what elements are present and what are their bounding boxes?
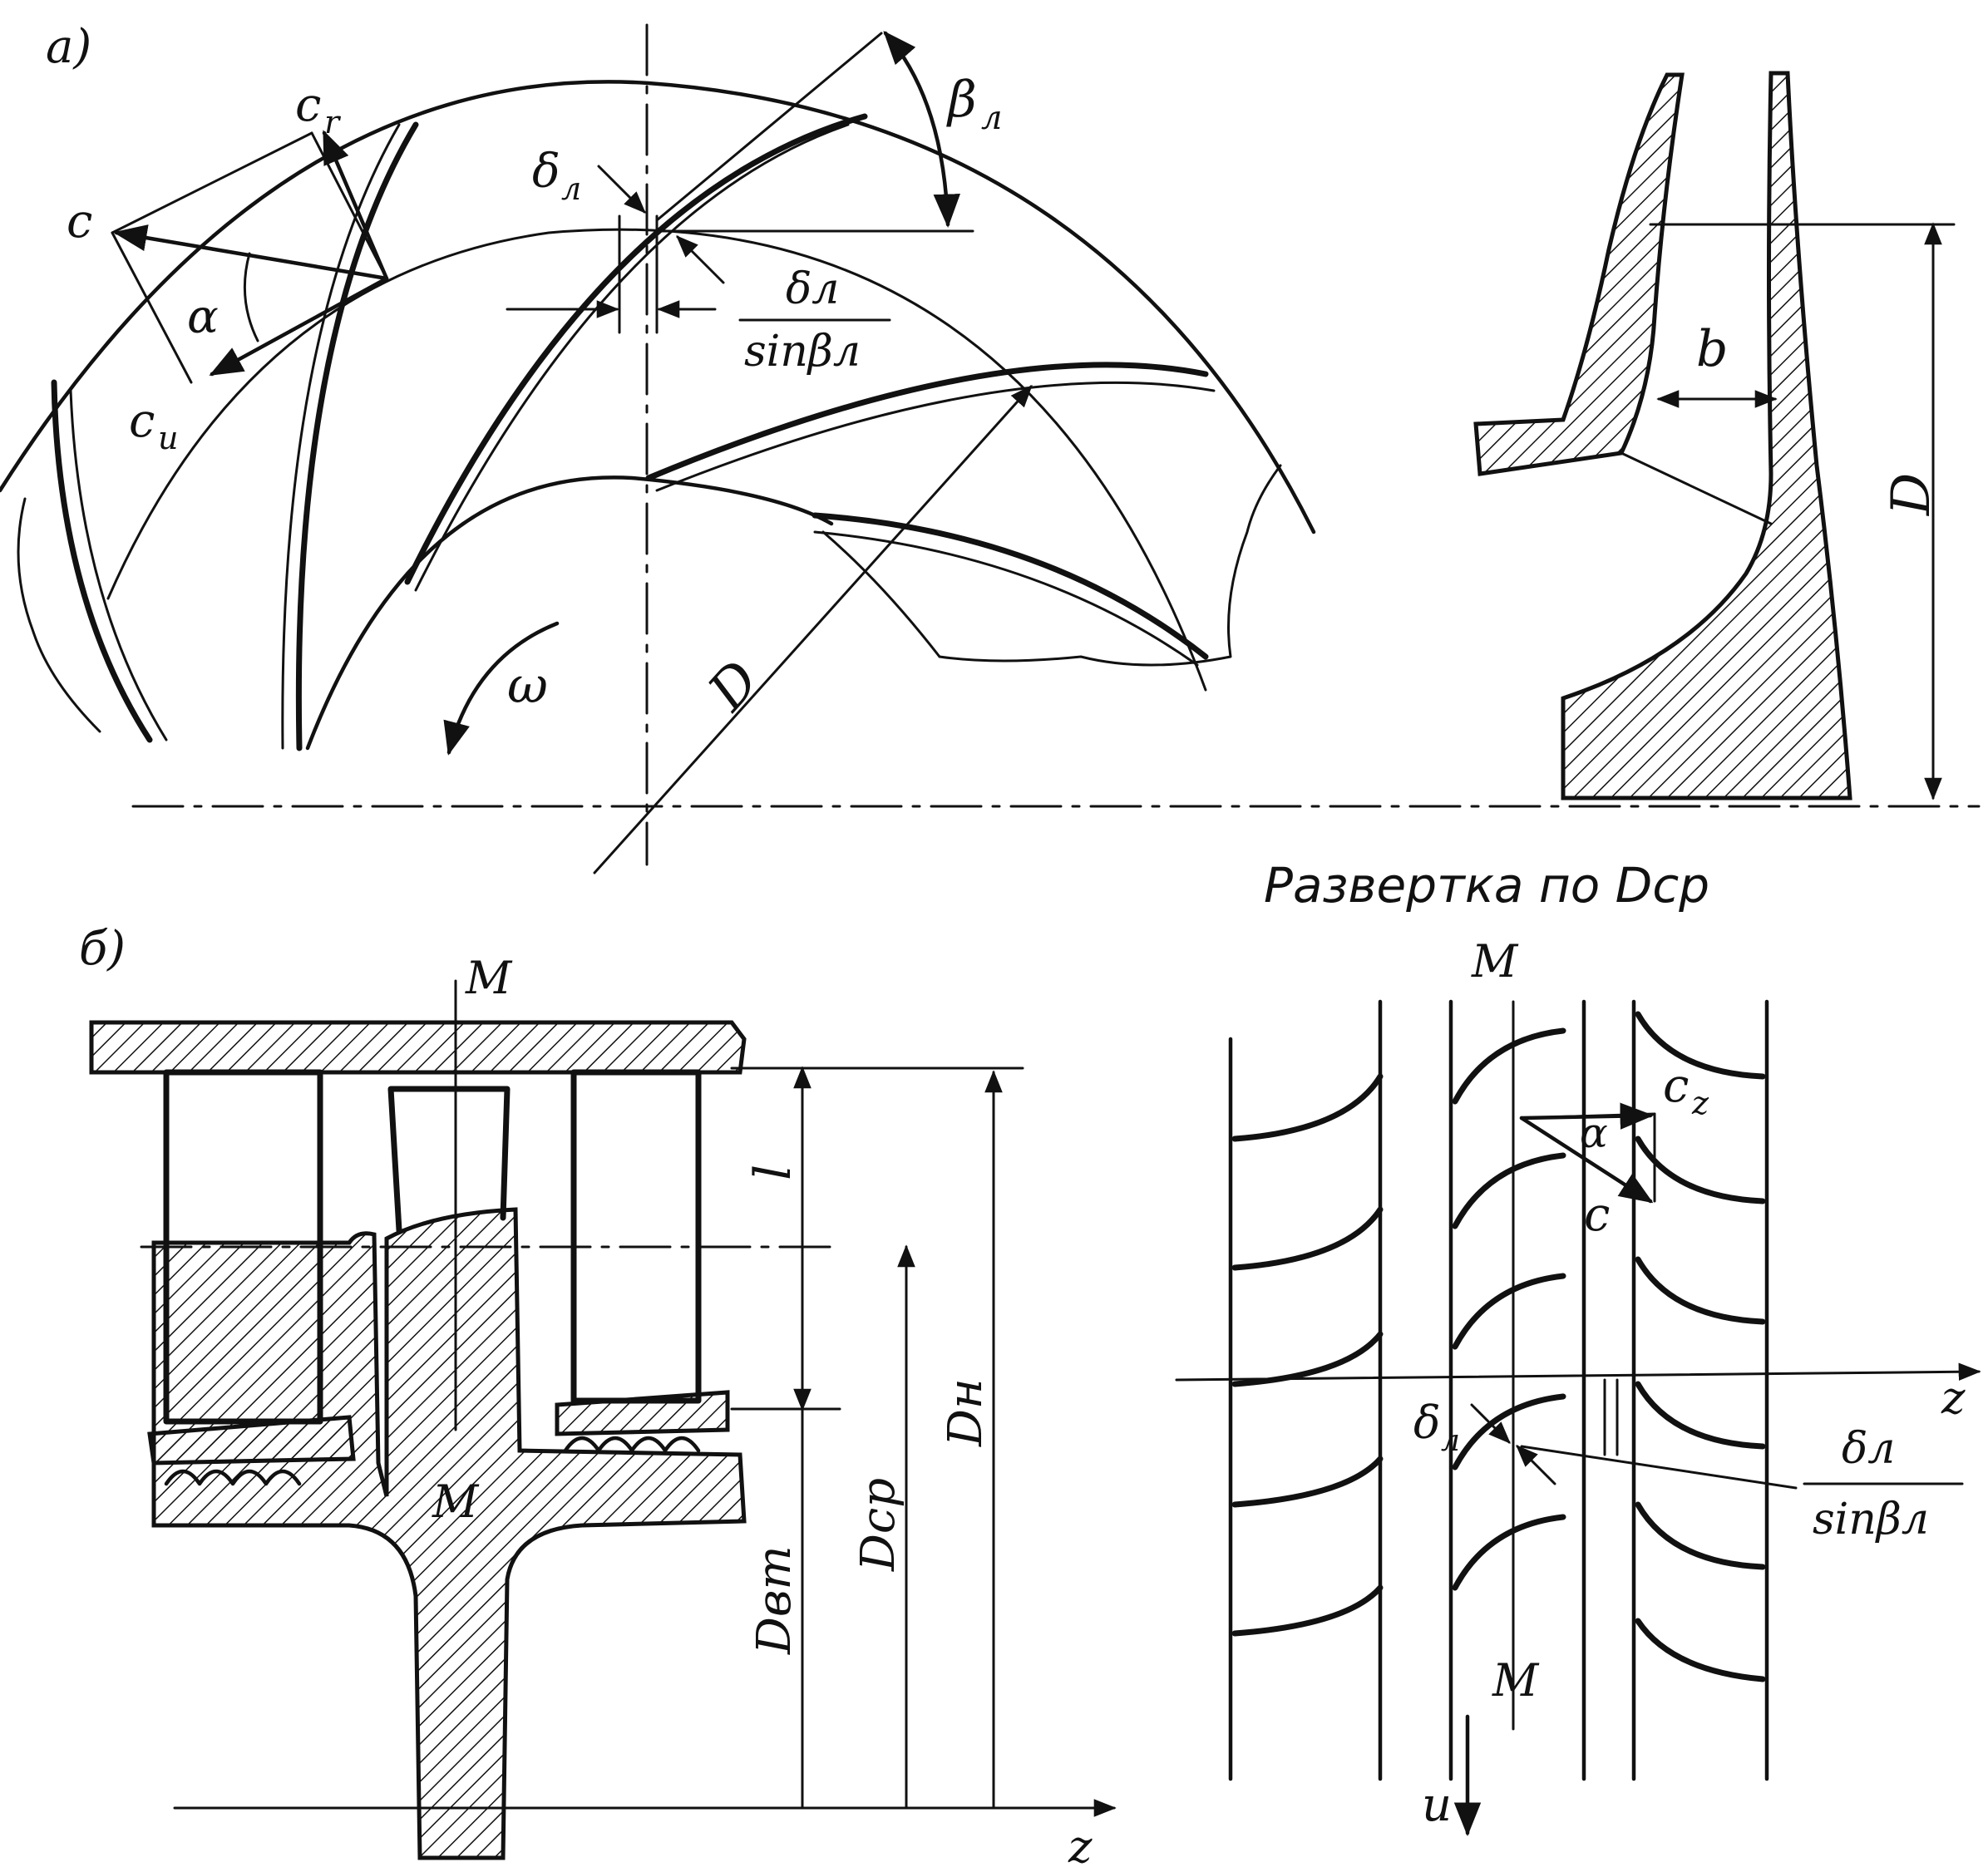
label-z-dev: z	[1941, 1372, 1966, 1424]
rotor-hub	[151, 1207, 747, 1860]
label-cu: c	[129, 394, 155, 448]
middle-arc	[106, 228, 1207, 692]
label-beta: β	[946, 71, 977, 129]
hub-arc	[305, 475, 834, 751]
blades-dev-col2	[1452, 1027, 1566, 1591]
label-beta-sub: л	[981, 99, 1002, 137]
hub-disk-section	[1561, 71, 1852, 800]
label-frac-den-a: sinβл	[744, 327, 861, 377]
label-Dvt: Dвт	[747, 1545, 802, 1655]
label-panel-a: а)	[46, 20, 91, 74]
label-delta-sub: л	[561, 170, 581, 207]
label-frac-den-dev: sinβл	[1813, 1495, 1929, 1544]
panel-b-development	[1175, 999, 1981, 1837]
stator-blade-right	[570, 1069, 702, 1404]
label-frac-num-dev: δл	[1842, 1424, 1895, 1474]
label-delta-dev-sub: л	[1441, 1424, 1460, 1458]
labyrinth-left	[164, 1469, 302, 1486]
break-line-right	[938, 464, 1282, 667]
label-D-a: D	[697, 649, 772, 722]
label-z-b: z	[1068, 1820, 1093, 1867]
label-omega: ω	[507, 657, 548, 715]
label-cr-sub: r	[324, 104, 342, 140]
omega-arrow	[443, 621, 560, 756]
label-alpha-dev: α	[1580, 1109, 1608, 1157]
rotor-blade	[387, 1086, 511, 1234]
label-M-mid: M	[432, 1475, 480, 1528]
label-M-dev-bot: M	[1492, 1654, 1540, 1707]
velocity-triangle-a	[111, 130, 389, 384]
label-M-top: M	[465, 952, 513, 1004]
label-alpha: α	[187, 290, 219, 344]
blades-dev-col1	[1231, 1073, 1384, 1637]
label-cu-sub: u	[158, 420, 178, 456]
label-panel-b: б)	[79, 922, 126, 976]
label-u: u	[1422, 1778, 1452, 1832]
blades-dev-col3	[1635, 1011, 1766, 1682]
label-Dsr: Dср	[851, 1478, 905, 1572]
panel-b-axial-section	[89, 979, 1117, 1860]
label-cz: c	[1663, 1059, 1689, 1113]
panel-a-impeller	[0, 23, 1981, 874]
label-D-side: D	[1881, 473, 1942, 516]
blades-a	[51, 113, 1216, 751]
label-cr: c	[295, 78, 321, 132]
beta-arc	[883, 30, 960, 229]
diameter-line-a	[593, 384, 1033, 874]
shroud-section	[1473, 72, 1685, 476]
label-b: b	[1696, 320, 1728, 378]
label-Dn: Dн	[939, 1378, 993, 1447]
beta-tangent-line	[655, 32, 883, 222]
panel-a-side-section	[1473, 71, 1956, 800]
label-l: l	[744, 1165, 802, 1180]
label-delta: δ	[532, 145, 560, 199]
label-frac-num-a: δл	[786, 264, 839, 314]
caption-razvertka: Развертка по Dср	[1264, 857, 1709, 914]
label-delta-dev: δ	[1413, 1397, 1441, 1449]
label-c-dev: c	[1584, 1188, 1610, 1242]
break-line-left	[17, 497, 101, 733]
casing-top	[89, 1020, 747, 1075]
label-cz-sub: z	[1691, 1085, 1709, 1121]
outer-rim-arc	[0, 80, 1316, 534]
label-M-dev-top: M	[1471, 935, 1519, 988]
labyrinth-right	[563, 1436, 701, 1453]
label-c: c	[67, 195, 92, 249]
